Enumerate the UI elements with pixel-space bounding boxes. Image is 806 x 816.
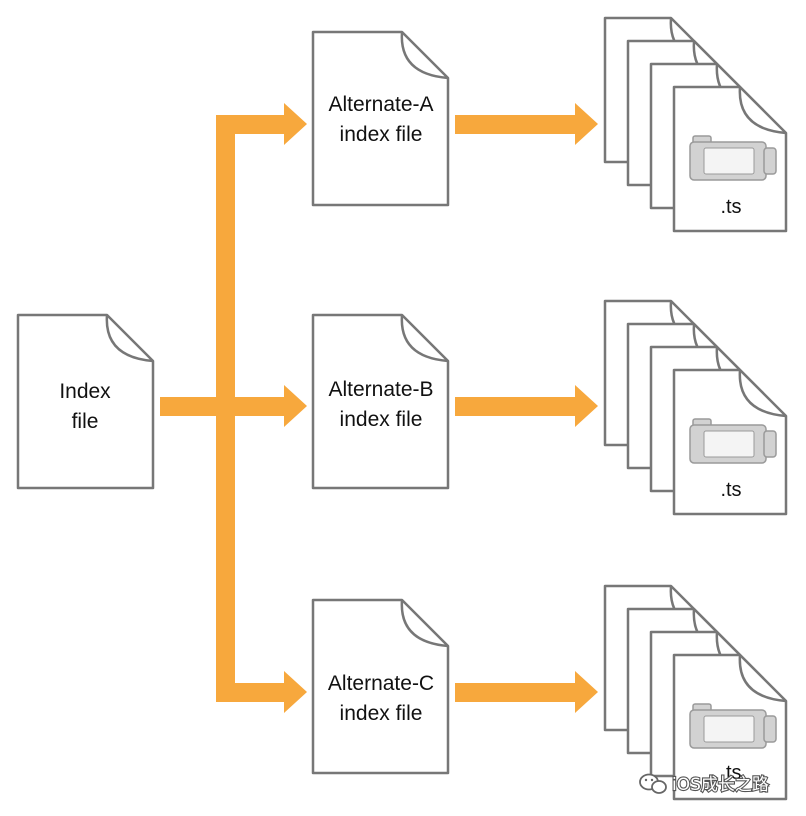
alternate-a-document: Alternate-A index file xyxy=(311,30,450,207)
arrow-branch-a-shaft xyxy=(216,115,286,134)
arrows xyxy=(160,103,598,713)
arrow-branch-c-head xyxy=(284,671,307,713)
alternate-a-label-line1: Alternate-A xyxy=(328,93,433,116)
video-camera-icon xyxy=(689,703,777,749)
arrow-branch-a-head xyxy=(284,103,307,145)
arrow-branch-b-shaft xyxy=(216,397,286,416)
arrow-a-to-ts-head xyxy=(575,103,598,145)
arrow-b-to-ts-head xyxy=(575,385,598,427)
segment-stack-a: .ts xyxy=(603,16,788,233)
segment-c-label: .ts xyxy=(720,762,741,784)
video-camera-icon xyxy=(689,418,777,464)
alternate-c-document: Alternate-C index file xyxy=(311,598,450,775)
wechat-icon xyxy=(639,773,667,794)
index-file-label-line1: Index xyxy=(59,380,111,403)
index-file-label-line2: file xyxy=(72,410,99,433)
document-icon xyxy=(311,313,450,490)
watermark-text: iOS成长之路 xyxy=(672,775,769,795)
document-icon xyxy=(311,598,450,775)
watermark: iOS成长之路 xyxy=(639,773,770,796)
alternate-b-label-line1: Alternate-B xyxy=(328,378,433,401)
video-camera-icon xyxy=(689,135,777,181)
arrow-b-to-ts-shaft xyxy=(455,397,577,416)
arrow-a-to-ts-shaft xyxy=(455,115,577,134)
segment-stack-c: .ts xyxy=(603,584,788,801)
arrow-branch-b-head xyxy=(284,385,307,427)
alternate-c-label-line2: index file xyxy=(340,702,423,725)
segment-stack-b: .ts xyxy=(603,299,788,516)
document-fold xyxy=(400,599,449,648)
document-fold xyxy=(738,369,787,418)
document-icon xyxy=(311,30,450,207)
arrow-c-to-ts-shaft xyxy=(455,683,577,702)
document-fold xyxy=(400,31,449,80)
alternate-b-document: Alternate-B index file xyxy=(311,313,450,490)
document-fold xyxy=(738,654,787,703)
document-fold xyxy=(738,86,787,135)
document-icon xyxy=(16,313,155,490)
alternate-b-label-line2: index file xyxy=(340,408,423,431)
segment-b-label: .ts xyxy=(720,479,741,501)
segment-a-label: .ts xyxy=(720,196,741,218)
document-fold xyxy=(400,314,449,363)
alternate-c-label-line1: Alternate-C xyxy=(328,672,434,695)
document-fold xyxy=(105,314,154,363)
arrow-c-to-ts-head xyxy=(575,671,598,713)
index-file-document: Index file xyxy=(16,313,155,490)
alternate-a-label-line2: index file xyxy=(340,123,423,146)
arrow-branch-c-shaft xyxy=(216,683,286,702)
